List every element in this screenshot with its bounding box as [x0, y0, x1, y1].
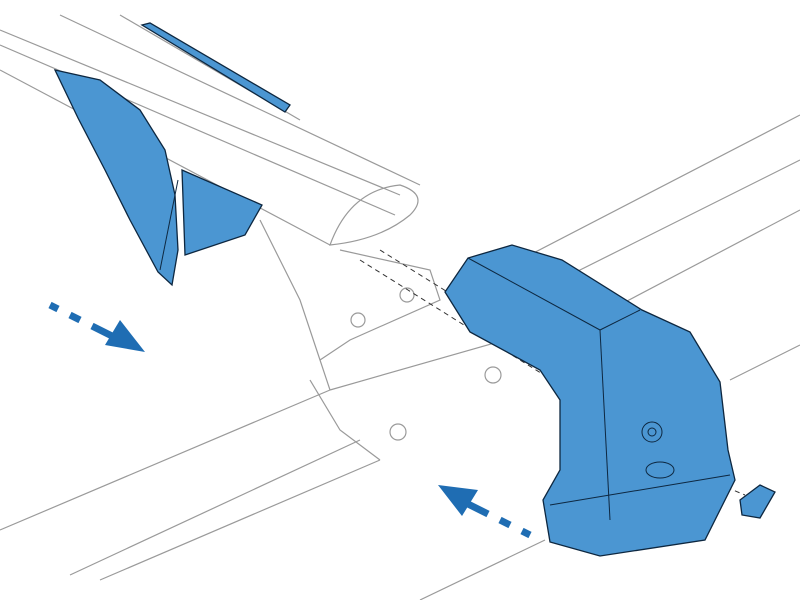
- foot-part: [444, 244, 736, 557]
- foot-pin-part: [739, 484, 776, 519]
- end-cap-part: [53, 69, 179, 287]
- roof-rail-lines: [0, 14, 800, 600]
- rail-strip-part: [140, 22, 291, 113]
- bar-insert-part: [181, 168, 263, 256]
- arrow-right-down-icon: [48, 301, 145, 352]
- arrow-left-up-icon: [438, 485, 532, 539]
- foot-details: [159, 179, 731, 521]
